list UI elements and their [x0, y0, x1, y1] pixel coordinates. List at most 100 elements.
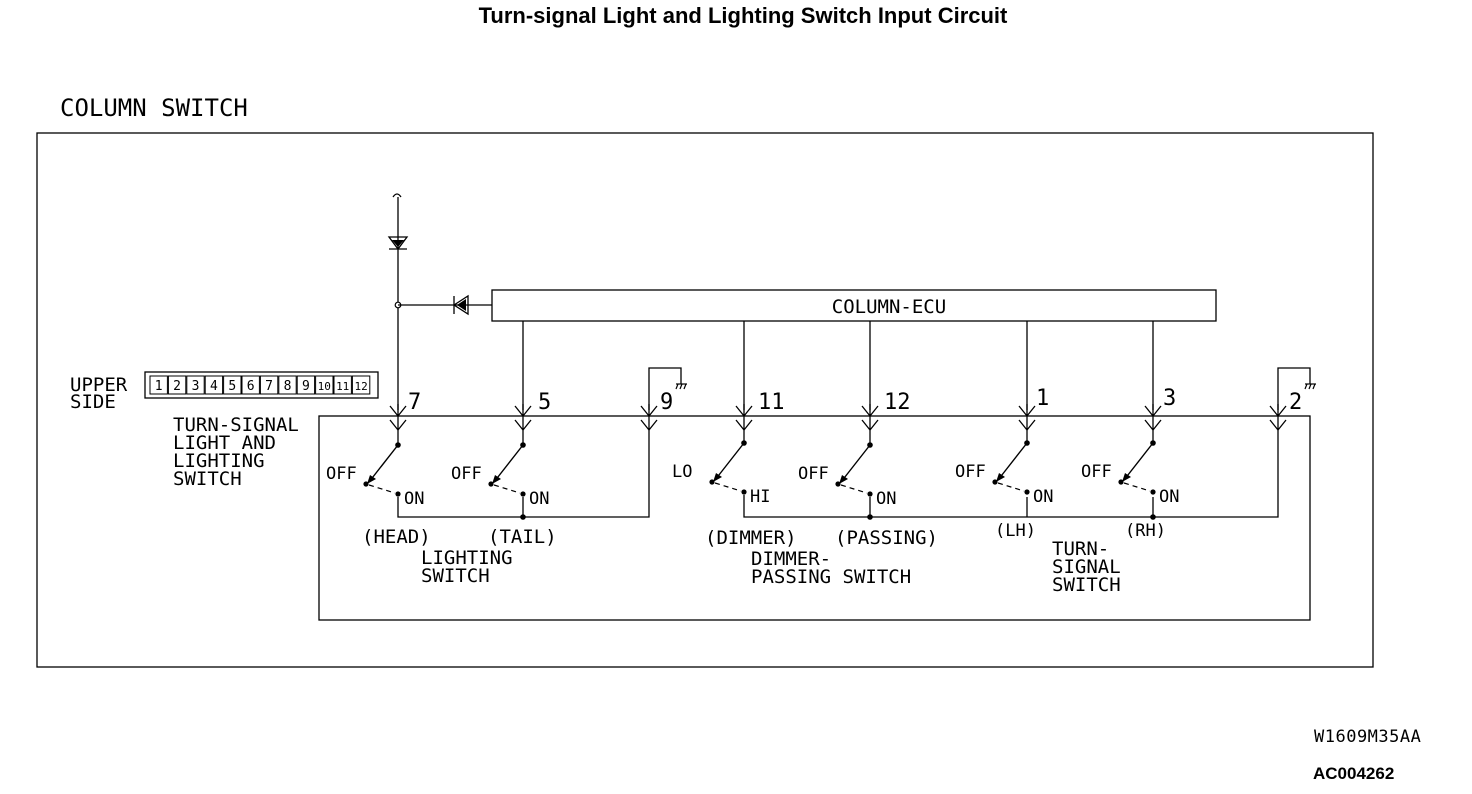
terminal-arrow — [1018, 404, 1036, 432]
connector-pin-number: 2 — [173, 379, 181, 394]
connector-pin-number: 4 — [210, 379, 218, 394]
switch-body-label-1: TURN-SIGNAL — [173, 414, 299, 436]
terminal-arrow — [1269, 404, 1287, 432]
connector-pin-number: 6 — [247, 379, 255, 394]
terminal-arrow — [640, 404, 658, 432]
column-switch-label: COLUMN SWITCH — [60, 94, 248, 122]
group-turn-3: SWITCH — [1052, 574, 1121, 596]
connector-pin-number: 8 — [284, 379, 292, 394]
switch-contact: OFF ON — [798, 430, 896, 509]
terminal-arrow — [389, 404, 407, 432]
group-turn-2: SIGNAL — [1052, 556, 1121, 578]
group-turn-1: TURN- — [1052, 538, 1109, 560]
switch-on-label: HI — [750, 487, 770, 507]
ground-icon — [675, 383, 687, 390]
junction-dot — [867, 514, 873, 520]
switch-contact: OFF ON — [451, 430, 549, 509]
connector-pin-number: 7 — [265, 379, 273, 394]
switch-body-label-4: SWITCH — [173, 468, 242, 490]
connector-pin-number: 1 — [155, 379, 163, 394]
group-dimmer-1: DIMMER- — [751, 548, 831, 570]
power-feed-symbol — [392, 193, 402, 198]
dimmer-common-wire — [743, 430, 1279, 518]
ground-icon — [1304, 383, 1316, 390]
group-dimmer-2: PASSING SWITCH — [751, 566, 911, 588]
connector-pin — [167, 375, 187, 395]
connector-pin — [278, 375, 297, 395]
connector-pin — [351, 375, 371, 395]
switch-off-label: OFF — [326, 464, 357, 484]
terminal-3: 3 — [1163, 386, 1176, 411]
terminal-arrows — [389, 404, 1287, 432]
connector-pin-number: 9 — [302, 379, 310, 394]
switch-on-label: ON — [404, 489, 424, 509]
switch-on-label: ON — [1033, 487, 1053, 507]
switch-on-label: ON — [876, 489, 896, 509]
terminal-arrow — [861, 404, 879, 432]
switch-contact: OFF ON — [326, 430, 424, 509]
switch-off-label: OFF — [798, 464, 829, 484]
connector-pin — [241, 375, 260, 395]
connector-label-side: SIDE — [70, 391, 116, 413]
switch-name-passing: (PASSING) — [835, 527, 938, 549]
switch-off-label: OFF — [451, 464, 482, 484]
terminal-5: 5 — [538, 390, 551, 415]
switch-body-label-3: LIGHTING — [173, 450, 265, 472]
connector-pin — [223, 375, 242, 395]
switch-contact: LO HI — [672, 430, 770, 507]
connector-pin — [204, 375, 224, 395]
terminal-12: 12 — [884, 390, 911, 415]
connector-label-upper: UPPER — [70, 374, 128, 396]
terminal-arrow — [514, 404, 532, 432]
terminal-1: 1 — [1036, 386, 1049, 411]
connector-pin-number: 3 — [192, 379, 200, 394]
connector-pin — [296, 375, 316, 395]
switch-on-label: ON — [1159, 487, 1179, 507]
group-lighting-2: SWITCH — [421, 565, 490, 587]
switch-contact: OFF ON — [1081, 430, 1179, 507]
switch-contact: OFF ON — [955, 430, 1053, 507]
connector-pin-number: 12 — [354, 380, 367, 393]
junction-dot — [520, 514, 526, 520]
terminal-9: 9 — [660, 390, 673, 415]
switch-on-label: ON — [529, 489, 549, 509]
switch-name-lh: (LH) — [995, 521, 1036, 541]
connector-pin-number: 5 — [228, 379, 236, 394]
connector-pin-number: 11 — [336, 380, 349, 393]
feed-diode-icon — [387, 236, 409, 251]
terminal-arrow — [1144, 404, 1162, 432]
column-switch-box — [36, 132, 1374, 668]
terminal-2: 2 — [1289, 390, 1302, 415]
group-lighting-1: LIGHTING — [421, 547, 513, 569]
switch-off-label: LO — [672, 462, 692, 482]
connector-pin — [259, 375, 279, 395]
page-title: Turn-signal Light and Lighting Switch In… — [478, 3, 1008, 28]
switch-off-label: OFF — [955, 462, 986, 482]
switch-contacts: OFF ON OFF ON LO HI OFF ON OFF ON OFF ON — [326, 430, 1179, 509]
terminal-11: 11 — [758, 390, 785, 415]
connector-pin — [149, 375, 168, 395]
connector-outline — [144, 371, 379, 399]
figure-id: AC004262 — [1313, 764, 1395, 783]
switch-body-label-2: LIGHT AND — [173, 432, 276, 454]
switch-name-dimmer: (DIMMER) — [705, 527, 797, 549]
terminal-arrow — [735, 404, 753, 432]
switch-name-rh: (RH) — [1125, 521, 1166, 541]
connector-pin-number: 10 — [318, 380, 331, 393]
connector-pin — [186, 375, 205, 395]
ground-wire-pin2 — [1277, 367, 1311, 410]
switch-name-head: (HEAD) — [362, 526, 431, 548]
terminal-7: 7 — [408, 390, 421, 415]
column-ecu-label: COLUMN-ECU — [832, 296, 946, 318]
document-code: W1609M35AA — [1314, 727, 1422, 747]
switch-name-tail: (TAIL) — [488, 526, 557, 548]
ground-wire-pin9 — [648, 367, 682, 410]
switch-off-label: OFF — [1081, 462, 1112, 482]
ecu-diode-icon — [452, 294, 469, 316]
junction-dot — [1150, 514, 1156, 520]
switch-body-box — [318, 415, 1311, 621]
connector-pin — [333, 375, 352, 395]
connector-pin — [315, 375, 334, 395]
